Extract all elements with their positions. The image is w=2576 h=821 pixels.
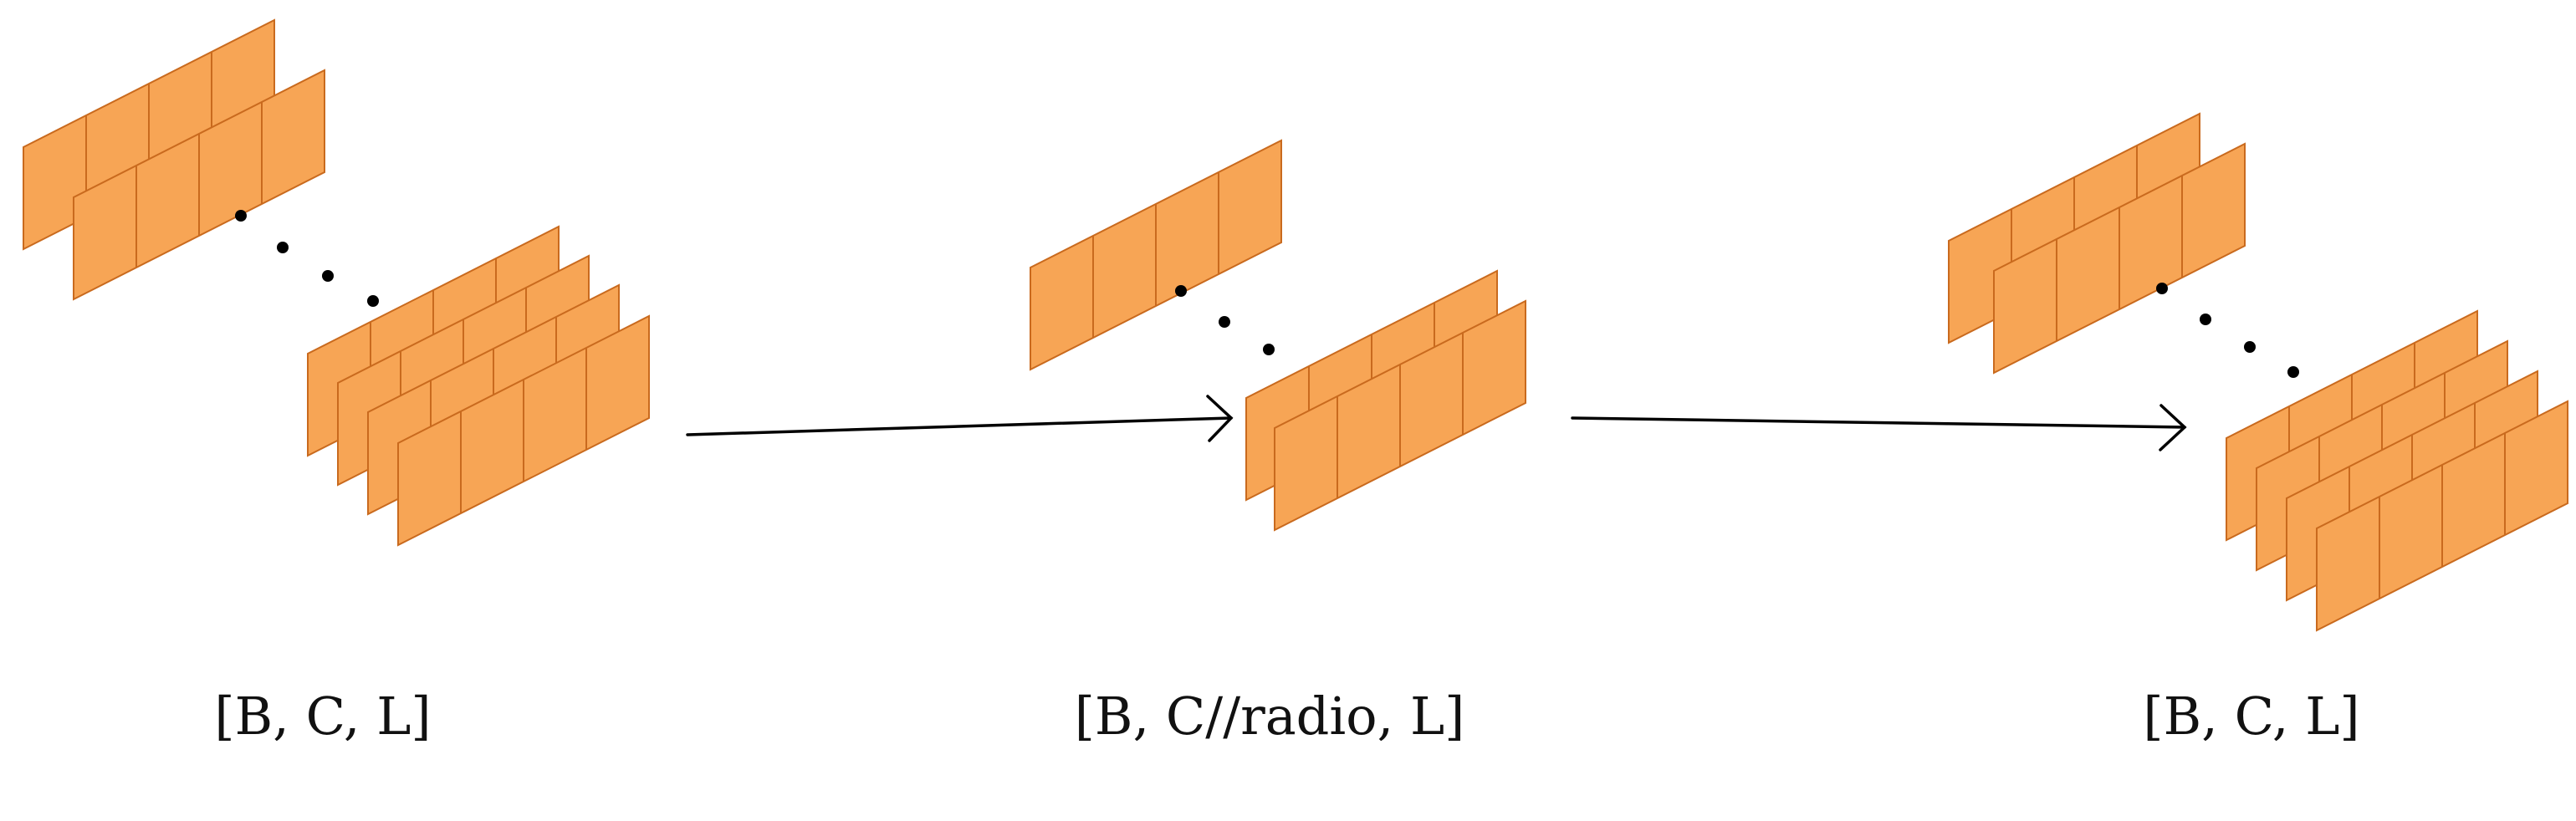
ellipsis-dot — [367, 295, 379, 307]
slab — [1030, 139, 1282, 371]
ellipsis-dot — [1175, 285, 1187, 297]
ellipsis-dot — [2200, 314, 2211, 325]
input-feature-stack — [23, 18, 650, 547]
stage1-shape-label: [B, C, L] — [214, 686, 432, 747]
stage3-shape-label: [B, C, L] — [2143, 686, 2360, 747]
slab — [397, 314, 650, 547]
reduced-feature-stack — [1030, 139, 1526, 532]
arrow-2 — [1571, 404, 2187, 451]
ellipsis-dot — [277, 242, 289, 253]
ellipsis-dot — [1263, 344, 1275, 355]
restored-feature-stack — [1948, 112, 2568, 632]
ellipsis-dot — [1219, 316, 1230, 328]
slab — [1274, 299, 1526, 532]
arrow-1 — [686, 395, 1234, 442]
ellipsis-dot — [2287, 366, 2299, 378]
stage2-shape-label: [B, C//radio, L] — [1074, 686, 1465, 747]
ellipsis-dot — [322, 270, 334, 282]
ellipsis-dot — [2156, 283, 2168, 294]
ellipsis-dot — [235, 210, 247, 222]
ellipsis-dot — [2244, 341, 2256, 353]
slab — [2316, 400, 2568, 632]
